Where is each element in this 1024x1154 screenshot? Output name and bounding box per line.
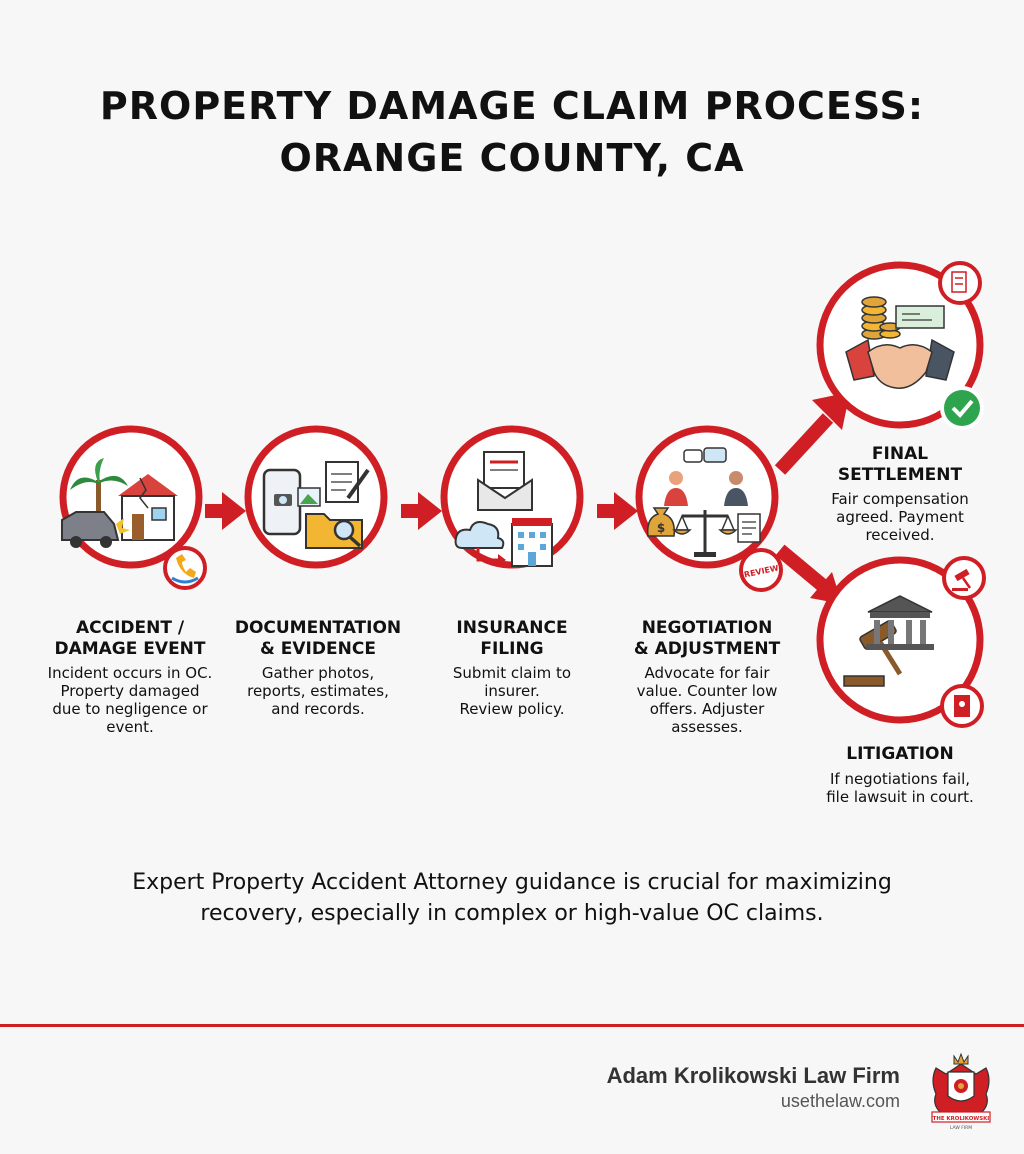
smartphone-camera-icon — [262, 468, 302, 536]
flow-connectors — [205, 392, 850, 604]
check-payment-icon — [895, 305, 945, 329]
step-negotiation-node: $ REVIEW — [635, 425, 783, 592]
step-insurance-title-line: FILING — [480, 639, 544, 659]
step-settlement-title-line: FINAL — [871, 444, 929, 464]
note-line: Expert Property Accident Attorney guidan… — [132, 870, 892, 895]
two-people-talking-icon — [664, 447, 748, 506]
step-insurance-title: INSURANCE FILING — [412, 618, 612, 660]
step-accident-node — [59, 425, 207, 590]
arrow-step1-to-step2 — [205, 492, 246, 530]
signed-document-icon — [938, 261, 982, 305]
step-documentation-description-line: and records. — [271, 700, 365, 718]
law-book-icon — [940, 684, 984, 728]
checkmark-icon — [940, 386, 984, 430]
firm-website-link[interactable]: usethelaw.com — [780, 1091, 900, 1111]
step-insurance-description-line: Submit claim to — [452, 664, 572, 682]
insurance-building-icon — [511, 518, 553, 567]
firm-name: Adam Krolikowski Law Firm — [606, 1063, 900, 1088]
attorney-guidance-note: Expert Property Accident Attorney guidan… — [60, 867, 964, 929]
step-accident-description-line: Property damaged — [60, 682, 200, 700]
step-documentation-description: Gather photos, reports, estimates, and r… — [218, 664, 418, 718]
step-accident-description-line: due to negligence or — [52, 700, 208, 718]
step-documentation-node — [244, 425, 388, 569]
step-negotiation-description-line: Advocate for fair — [644, 664, 770, 682]
step-insurance-title-line: INSURANCE — [456, 618, 568, 638]
step-litigation-description-line: file lawsuit in court. — [826, 788, 974, 806]
note-line: recovery, especially in complex or high-… — [200, 901, 824, 926]
courthouse-icon — [866, 595, 934, 650]
law-firm-crest-icon: THE KROLIKOWSKI LAW FIRM — [931, 1052, 991, 1131]
step-documentation-description-line: reports, estimates, — [247, 682, 389, 700]
review-stamp-icon: REVIEW — [739, 548, 783, 592]
step-insurance-description: Submit claim to insurer. Review policy. — [412, 664, 612, 718]
step-documentation-title-line: DOCUMENTATION — [234, 618, 402, 638]
step-settlement-description-line: agreed. Payment — [836, 508, 964, 526]
step-negotiation-title: NEGOTIATION & ADJUSTMENT — [607, 618, 807, 660]
footer-divider — [0, 1024, 1024, 1027]
cloud-upload-icon — [454, 521, 506, 566]
notepad-pen-icon — [325, 461, 370, 503]
money-bag-icon: $ — [646, 507, 676, 537]
step-insurance-description-line: insurer. — [484, 682, 540, 700]
step-negotiation-title-line: NEGOTIATION — [641, 618, 773, 638]
step-insurance-node — [440, 425, 584, 569]
damaged-house-icon — [118, 474, 178, 541]
crashed-car-icon — [61, 511, 130, 548]
arrow-step3-to-step4 — [597, 492, 638, 530]
step-litigation-node — [816, 556, 986, 728]
page-title: PROPERTY DAMAGE CLAIM PROCESS: ORANGE CO… — [0, 80, 1024, 184]
step-negotiation-description-line: offers. Adjuster — [649, 700, 765, 718]
step-litigation-description: If negotiations fail, file lawsuit in co… — [800, 770, 1000, 806]
step-accident-description-line: Incident occurs in OC. — [47, 664, 213, 682]
phone-call-icon — [163, 546, 207, 590]
step-litigation-title: LITIGATION — [800, 744, 1000, 765]
step-documentation-title-line: & EVIDENCE — [260, 639, 376, 659]
step-settlement-description-line: Fair compensation — [831, 490, 969, 508]
step-accident-description-line: event. — [106, 718, 154, 736]
step-negotiation-description: Advocate for fair value. Counter low off… — [607, 664, 807, 736]
step-accident-title: ACCIDENT / DAMAGE EVENT — [30, 618, 230, 660]
coin-stack-icon — [861, 296, 901, 340]
arrow-step2-to-step3 — [401, 492, 442, 530]
step-negotiation-title-line: & ADJUSTMENT — [633, 639, 781, 659]
folder-magnifier-icon — [305, 513, 363, 549]
handshake-icon — [845, 338, 955, 389]
gavel-badge-icon — [942, 556, 986, 600]
envelope-document-icon — [477, 451, 533, 511]
crest-banner-text: THE KROLIKOWSKI — [933, 1116, 990, 1122]
step-litigation-title-line: LITIGATION — [846, 744, 954, 764]
step-documentation-title: DOCUMENTATION & EVIDENCE — [218, 618, 418, 660]
step-accident-title-line: ACCIDENT / — [75, 618, 185, 638]
document-icon — [737, 513, 761, 543]
balance-scale-icon — [672, 510, 738, 557]
title-line-2: ORANGE COUNTY, CA — [279, 136, 745, 180]
step-accident-title-line: DAMAGE EVENT — [54, 639, 206, 659]
svg-text:$: $ — [657, 521, 665, 535]
step-settlement-description-line: received. — [865, 526, 935, 544]
step-negotiation-description-line: value. Counter low — [636, 682, 778, 700]
photo-icon — [297, 487, 321, 507]
palm-tree-icon — [70, 458, 128, 538]
step-accident-description: Incident occurs in OC. Property damaged … — [30, 664, 230, 736]
step-documentation-description-line: Gather photos, — [261, 664, 375, 682]
step-settlement-node — [816, 261, 984, 430]
step-settlement-title: FINAL SETTLEMENT — [800, 444, 1000, 486]
step-negotiation-description-line: assesses. — [671, 718, 743, 736]
step-insurance-description-line: Review policy. — [459, 700, 565, 718]
step-litigation-description-line: If negotiations fail, — [829, 770, 971, 788]
title-line-1: PROPERTY DAMAGE CLAIM PROCESS: — [99, 84, 925, 128]
step-settlement-title-line: SETTLEMENT — [837, 465, 963, 485]
crest-subtext: LAW FIRM — [950, 1125, 972, 1131]
step-settlement-description: Fair compensation agreed. Payment receiv… — [800, 490, 1000, 544]
